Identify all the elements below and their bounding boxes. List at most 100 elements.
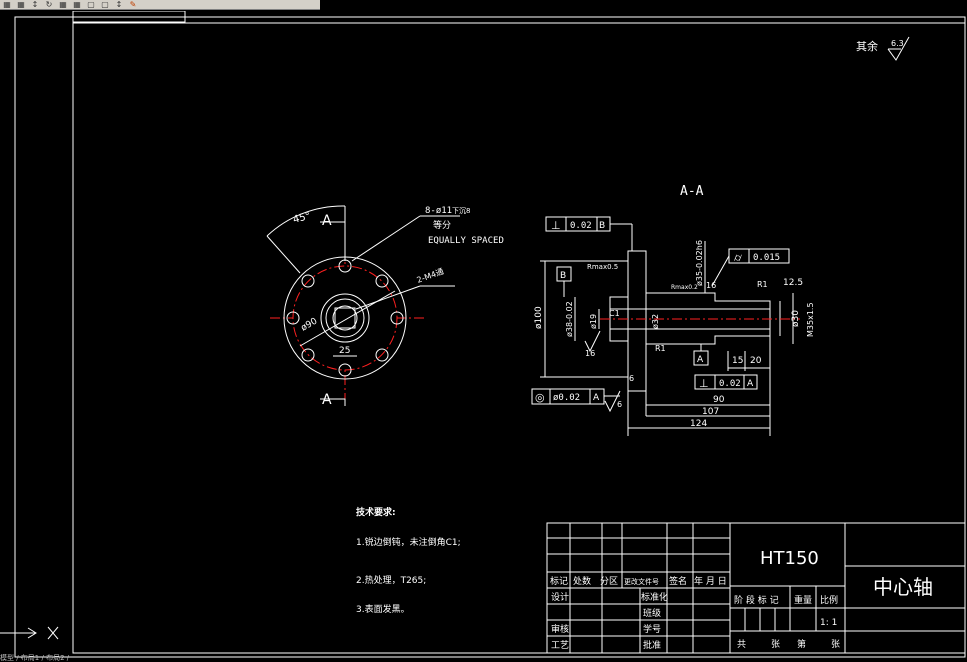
tech-req-line3: 3.表面发黑。 — [356, 603, 410, 615]
tb-total: 共 — [737, 639, 746, 650]
hole-note-3: EQUALLY SPACED — [428, 236, 504, 246]
grid-icon[interactable]: ▦ — [73, 0, 81, 9]
hole-7 — [286, 311, 300, 325]
tb-weight: 重量 — [794, 594, 812, 606]
tb-h1: 标记 — [550, 575, 568, 587]
rough-1: Rmax0.5 — [587, 263, 618, 271]
tech-req-line2: 2.热处理，T265; — [356, 574, 426, 586]
tb-unit2: 张 — [831, 639, 840, 650]
tb-design: 设计 — [551, 591, 569, 603]
tb-h6: 年 月 日 — [694, 575, 727, 587]
tb-scale-value: 1: 1 — [820, 618, 837, 628]
square-icon[interactable]: ▢ — [101, 0, 109, 9]
square-icon[interactable]: ▢ — [87, 0, 95, 9]
tech-req-line1: 1.锐边倒钝，未注倒角C1; — [356, 536, 461, 548]
hole-3 — [390, 311, 404, 325]
hole-5 — [338, 363, 352, 377]
tb-standard: 标准化 — [641, 591, 668, 603]
datum-b: B — [560, 271, 566, 281]
dim-c1: C1 — [609, 309, 620, 318]
gdt-conc-value: ø0.02 — [553, 393, 580, 403]
gdt-top-datum: B — [599, 221, 605, 231]
bore — [332, 305, 358, 331]
arrow-icon[interactable]: ↕ — [31, 0, 39, 9]
dim-dia35: ø35-0.02h6 — [695, 240, 704, 286]
hole-note-1-suffix: 下沉8 — [452, 207, 470, 215]
grid-icon[interactable]: ▦ — [59, 0, 67, 9]
surface-finish-symbol — [887, 36, 910, 61]
hub-mid — [325, 298, 365, 338]
hole-note-2: 等分 — [433, 219, 451, 231]
angle-arc — [266, 205, 346, 237]
section-view: 0.02 ⊥ B ⌭ 0.015 ⊥ 0.02 A ◎ ø0.02 A B A … — [531, 216, 815, 436]
tb-review: 审核 — [551, 623, 569, 635]
dim-16b: 16 — [706, 281, 716, 290]
gdt-mid-datum: A — [747, 379, 754, 389]
grid-icon[interactable]: ▦ — [17, 0, 25, 9]
dim-r1: R1 — [655, 344, 666, 353]
dim-dia30: ø30 — [791, 310, 801, 327]
gdt-conc-datum: A — [593, 393, 600, 403]
dim-16a: 16 — [585, 349, 595, 358]
gdt-conc-symbol: ◎ — [535, 391, 545, 404]
toolbar: ▦ ▦ ↕ ↻ ▦ ▦ ▢ ▢ ↕ ✎ — [0, 0, 320, 10]
dim-15: 15 — [732, 356, 743, 366]
dim-m35: M35x1.5 — [806, 302, 815, 337]
tb-h3: 分区 — [600, 576, 618, 587]
tb-h5: 签名 — [669, 575, 687, 587]
bore-square — [334, 307, 356, 329]
thread-note: 2-M4通 — [415, 266, 445, 285]
hole-2 — [375, 274, 389, 288]
tb-no: 第 — [797, 638, 806, 650]
flange-section — [627, 250, 647, 392]
tb-scale: 比例 — [820, 594, 838, 606]
tb-h2: 处数 — [573, 575, 591, 587]
dim-dia32: ø32 — [651, 314, 660, 329]
rotate-icon[interactable]: ↻ — [45, 0, 53, 9]
dim-107: 107 — [702, 407, 719, 417]
outer-border — [14, 16, 966, 658]
rough-2: Rmax0.2 — [671, 284, 698, 291]
part-name: 中心轴 — [873, 575, 933, 599]
surface-finish-value: 6.3 — [891, 39, 904, 48]
gdt-top-value: 0.02 — [570, 221, 592, 231]
tb-h4: 更改文件号 — [624, 577, 659, 586]
dim-6: 6 — [617, 400, 622, 409]
grid-icon[interactable]: ▦ — [3, 0, 11, 9]
tb-unit: 张 — [771, 639, 780, 650]
dim25-label: 25 — [339, 346, 350, 356]
gdt-mid-symbol: ⊥ — [699, 377, 709, 390]
dim-124: 124 — [690, 419, 707, 429]
gdt-cyl-value: 0.015 — [753, 253, 780, 263]
front-view: 45° A A 8-ø11 下沉8 等分 EQUALLY SPACED 2-M4… — [266, 205, 504, 408]
section-label: A-A — [680, 184, 704, 199]
inner-border — [72, 22, 966, 654]
top-tab-box — [72, 11, 186, 23]
gdt-frame-mid — [694, 374, 758, 390]
tb-process: 工艺 — [551, 640, 569, 651]
drawing-svg: 其余 6.3 — [0, 11, 966, 658]
hole-note-1: 8-ø11 — [425, 206, 452, 216]
tb-class: 班级 — [643, 607, 661, 619]
tb-approve: 批准 — [643, 639, 661, 651]
drawing-canvas[interactable]: 其余 6.3 — [0, 11, 967, 662]
dim-dia38: ø38-0.02 — [565, 301, 574, 337]
arrow-icon[interactable]: ↕ — [115, 0, 123, 9]
dim-dia19: ø19 — [589, 314, 598, 329]
pencil-icon[interactable]: ✎ — [129, 0, 137, 9]
surface-finish-label: 其余 — [856, 39, 878, 53]
tb-stage: 阶 段 标 记 — [734, 594, 779, 606]
title-block: HT150 中心轴 标记 处数 分区 更改文件号 签名 年 月 日 设计 标准化… — [546, 522, 966, 654]
section-mark-bottom: A — [322, 392, 332, 408]
technical-requirements: 技术要求: 1.锐边倒钝，未注倒角C1; 2.热处理，T265; 3.表面发黑。 — [356, 506, 461, 615]
hole-4 — [375, 348, 389, 362]
tech-req-title: 技术要求: — [356, 506, 396, 518]
hub-outer — [320, 293, 370, 343]
rough-3: R1 — [757, 280, 768, 289]
gdt-mid-value: 0.02 — [719, 379, 741, 389]
hole-6 — [301, 348, 315, 362]
tb-student: 学号 — [643, 623, 661, 635]
ucs-icon — [0, 626, 59, 640]
layout-tabs[interactable]: 模型 / 布局1 / 布局2 / — [0, 654, 70, 662]
section-mark-top: A — [322, 213, 332, 229]
